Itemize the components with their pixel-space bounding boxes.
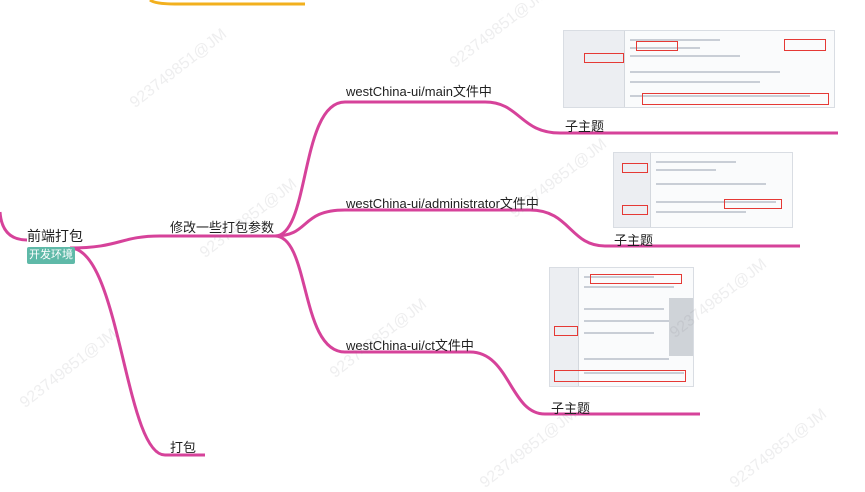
- modify-to-main: [274, 100, 485, 238]
- screenshot-thumbnail-ct[interactable]: [549, 267, 694, 387]
- modify-to-admin: [274, 208, 530, 238]
- sub-ct-label[interactable]: westChina-ui/ct文件中: [346, 338, 474, 353]
- ct-to-topic: [469, 350, 700, 416]
- branch-pack-label[interactable]: 打包: [170, 440, 197, 455]
- top-branch-line: [149, 0, 305, 6]
- topic-admin-label[interactable]: 子主题: [614, 233, 654, 248]
- root-title[interactable]: 前端打包: [27, 228, 83, 244]
- environment-tag[interactable]: 开发环境: [27, 247, 75, 264]
- topic-ct-label[interactable]: 子主题: [551, 401, 591, 416]
- admin-to-topic: [529, 208, 800, 248]
- branch-modify-label[interactable]: 修改一些打包参数: [170, 220, 275, 235]
- screenshot-thumbnail-administrator[interactable]: [613, 152, 793, 228]
- topic-main-label[interactable]: 子主题: [565, 119, 605, 134]
- sub-admin-label[interactable]: westChina-ui/administrator文件中: [346, 196, 539, 211]
- mindmap-connectors: [0, 0, 838, 457]
- modify-to-ct: [274, 234, 470, 354]
- screenshot-thumbnail-main[interactable]: [563, 30, 835, 108]
- main-to-topic: [484, 100, 838, 135]
- root-connector: [0, 211, 28, 242]
- root-to-pack: [69, 246, 205, 457]
- sub-main-label[interactable]: westChina-ui/main文件中: [346, 84, 492, 99]
- root-to-modify: [69, 234, 275, 250]
